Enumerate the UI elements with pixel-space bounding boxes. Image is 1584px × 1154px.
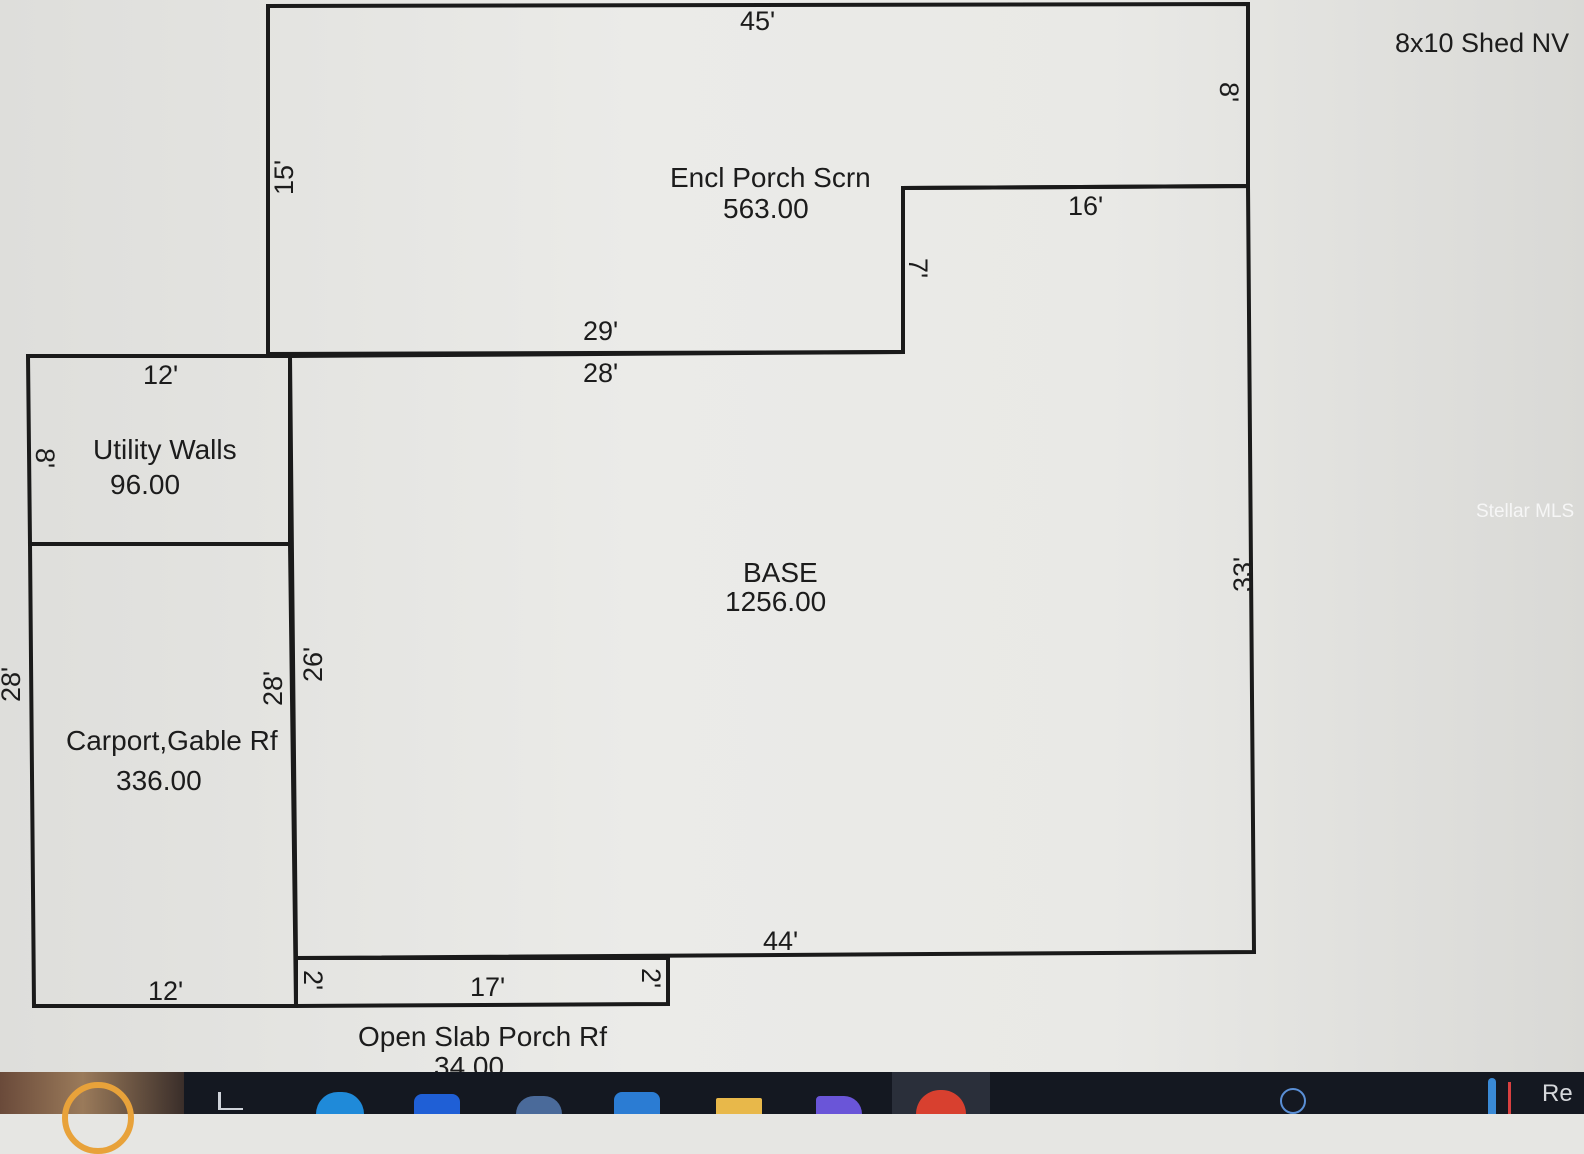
windows-taskbar: Re — [0, 1072, 1584, 1154]
dropbox-icon[interactable] — [414, 1094, 460, 1114]
porch-right-dimension: 8' — [1214, 82, 1244, 102]
porch-area-value: 563.00 — [723, 193, 809, 224]
tray-red-icon[interactable] — [1508, 1082, 1523, 1114]
mail-icon[interactable] — [516, 1096, 562, 1114]
carport-area-value: 336.00 — [116, 765, 202, 796]
utility-area-name: Utility Walls — [93, 434, 237, 465]
utility-area-value: 96.00 — [110, 469, 180, 500]
purple-app-icon[interactable] — [816, 1096, 862, 1114]
porch-left-dimension: 15' — [269, 160, 299, 195]
photo-of-screen: 8x10 Shed NV Stellar MLS 45' 15' 8' Encl… — [0, 0, 1584, 1114]
carport-area-name: Carport,Gable Rf — [66, 725, 278, 756]
orb-ring-icon — [62, 1082, 134, 1154]
slab-area-value: 34.00 — [434, 1051, 504, 1072]
base-area-name: BASE — [743, 557, 818, 588]
blue-app-icon[interactable] — [614, 1092, 660, 1114]
watermark-text: Stellar MLS — [1476, 501, 1574, 522]
porch-step-horizontal-dimension: 16' — [1068, 191, 1103, 221]
start-orb-icon[interactable] — [0, 1072, 184, 1154]
floor-plan-sketch: 8x10 Shed NV Stellar MLS 45' 15' 8' Encl… — [0, 1, 1574, 1072]
help-icon[interactable] — [1280, 1088, 1306, 1114]
porch-top-dimension: 45' — [740, 6, 775, 36]
open-slab-outline — [294, 956, 670, 1009]
utility-top-dimension: 12' — [143, 360, 178, 390]
carport-right-dimension: 28' — [258, 671, 288, 706]
tray-app-icon[interactable] — [1488, 1078, 1496, 1114]
file-explorer-icon[interactable] — [716, 1098, 762, 1114]
clock-text[interactable]: Re — [1542, 1080, 1573, 1107]
edge-browser-icon[interactable] — [316, 1092, 364, 1114]
carport-bottom-dimension: 12' — [148, 976, 183, 1006]
outer-left-dimension: 28' — [0, 667, 26, 702]
shed-label: 8x10 Shed NV — [1395, 28, 1569, 58]
porch-bottom-dimension: 29' — [583, 316, 618, 346]
porch-step-vertical-dimension: 7' — [903, 258, 933, 278]
slab-bottom-dimension: 17' — [470, 972, 505, 1002]
slab-left-dimension: 2' — [298, 970, 328, 990]
base-top-dimension: 28' — [583, 358, 618, 388]
base-right-dimension: 33' — [1228, 557, 1258, 592]
base-area-value: 1256.00 — [725, 586, 826, 617]
task-view-icon[interactable] — [218, 1092, 243, 1110]
utility-side-dimension: 8' — [30, 448, 60, 468]
porch-area-name: Encl Porch Scrn — [670, 162, 871, 193]
base-left-dimension: 26' — [298, 647, 328, 682]
slab-area-name: Open Slab Porch Rf — [358, 1021, 607, 1052]
slab-right-dimension: 2' — [636, 968, 666, 988]
base-bottom-dimension: 44' — [763, 926, 798, 956]
